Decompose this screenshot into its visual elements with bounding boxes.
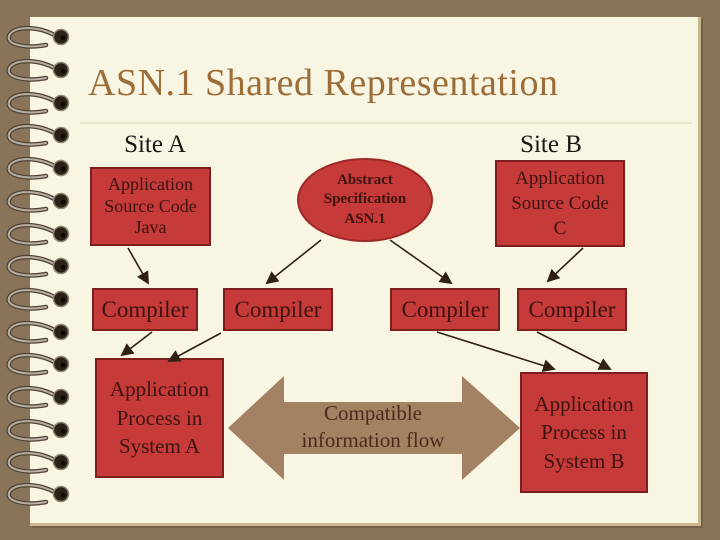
slide-paper [30,17,701,526]
